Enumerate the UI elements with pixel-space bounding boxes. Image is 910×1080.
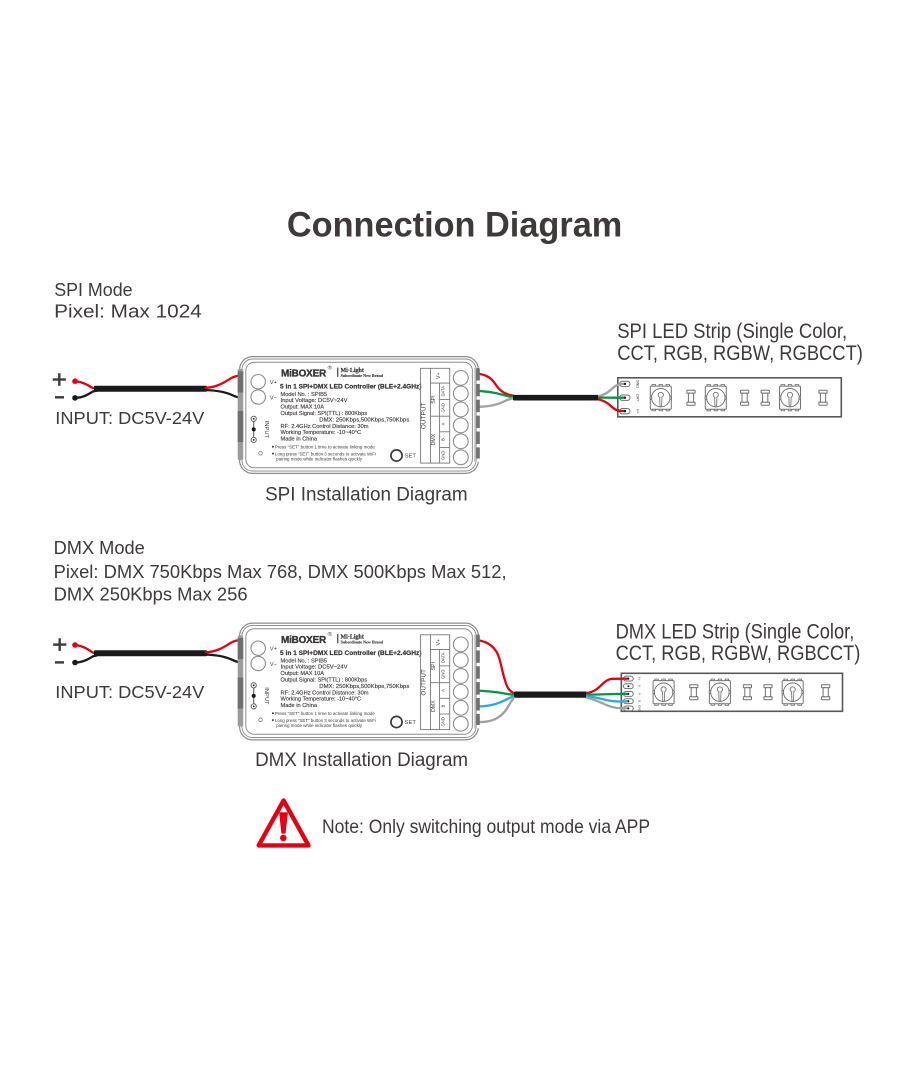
svg-text:A: A xyxy=(637,693,641,696)
svg-text:Note: Only switching output mo: Note: Only switching output mode via APP xyxy=(322,816,650,838)
svg-text:V-: V- xyxy=(637,685,641,688)
svg-text:SPI Mode: SPI Mode xyxy=(54,280,132,300)
svg-text:B: B xyxy=(637,700,641,702)
svg-text:SPI Installation Diagram: SPI Installation Diagram xyxy=(265,484,468,505)
svg-text:V+: V+ xyxy=(637,677,641,681)
svg-text:INPUT: DC5V-24V: INPUT: DC5V-24V xyxy=(55,682,204,702)
svg-text:CCT, RGB, RGBW, RGBCCT): CCT, RGB, RGBW, RGBCCT) xyxy=(616,641,861,665)
svg-text:DMX Installation Diagram: DMX Installation Diagram xyxy=(255,750,468,771)
svg-text:DMX LED Strip (Single Color,: DMX LED Strip (Single Color, xyxy=(616,619,855,643)
svg-text:V+: V+ xyxy=(635,409,639,414)
svg-text:DAT: DAT xyxy=(635,394,639,402)
svg-text:INPUT: DC5V-24V: INPUT: DC5V-24V xyxy=(55,408,204,428)
svg-text:SPI LED Strip (Single Color,: SPI LED Strip (Single Color, xyxy=(617,319,847,343)
svg-text:Pixel: Max 1024: Pixel: Max 1024 xyxy=(54,301,202,321)
svg-text:GND: GND xyxy=(637,705,641,713)
svg-text:GND: GND xyxy=(635,380,639,389)
svg-text:Connection Diagram: Connection Diagram xyxy=(287,205,622,245)
svg-text:CCT, RGB, RGBW, RGBCCT): CCT, RGB, RGBW, RGBCCT) xyxy=(617,341,863,365)
svg-text:DMX Mode: DMX Mode xyxy=(54,538,145,558)
svg-text:DMX 250Kbps Max 256: DMX 250Kbps Max 256 xyxy=(54,585,248,605)
svg-text:Pixel: DMX 750Kbps Max 768, DM: Pixel: DMX 750Kbps Max 768, DMX 500Kbps … xyxy=(54,562,507,582)
